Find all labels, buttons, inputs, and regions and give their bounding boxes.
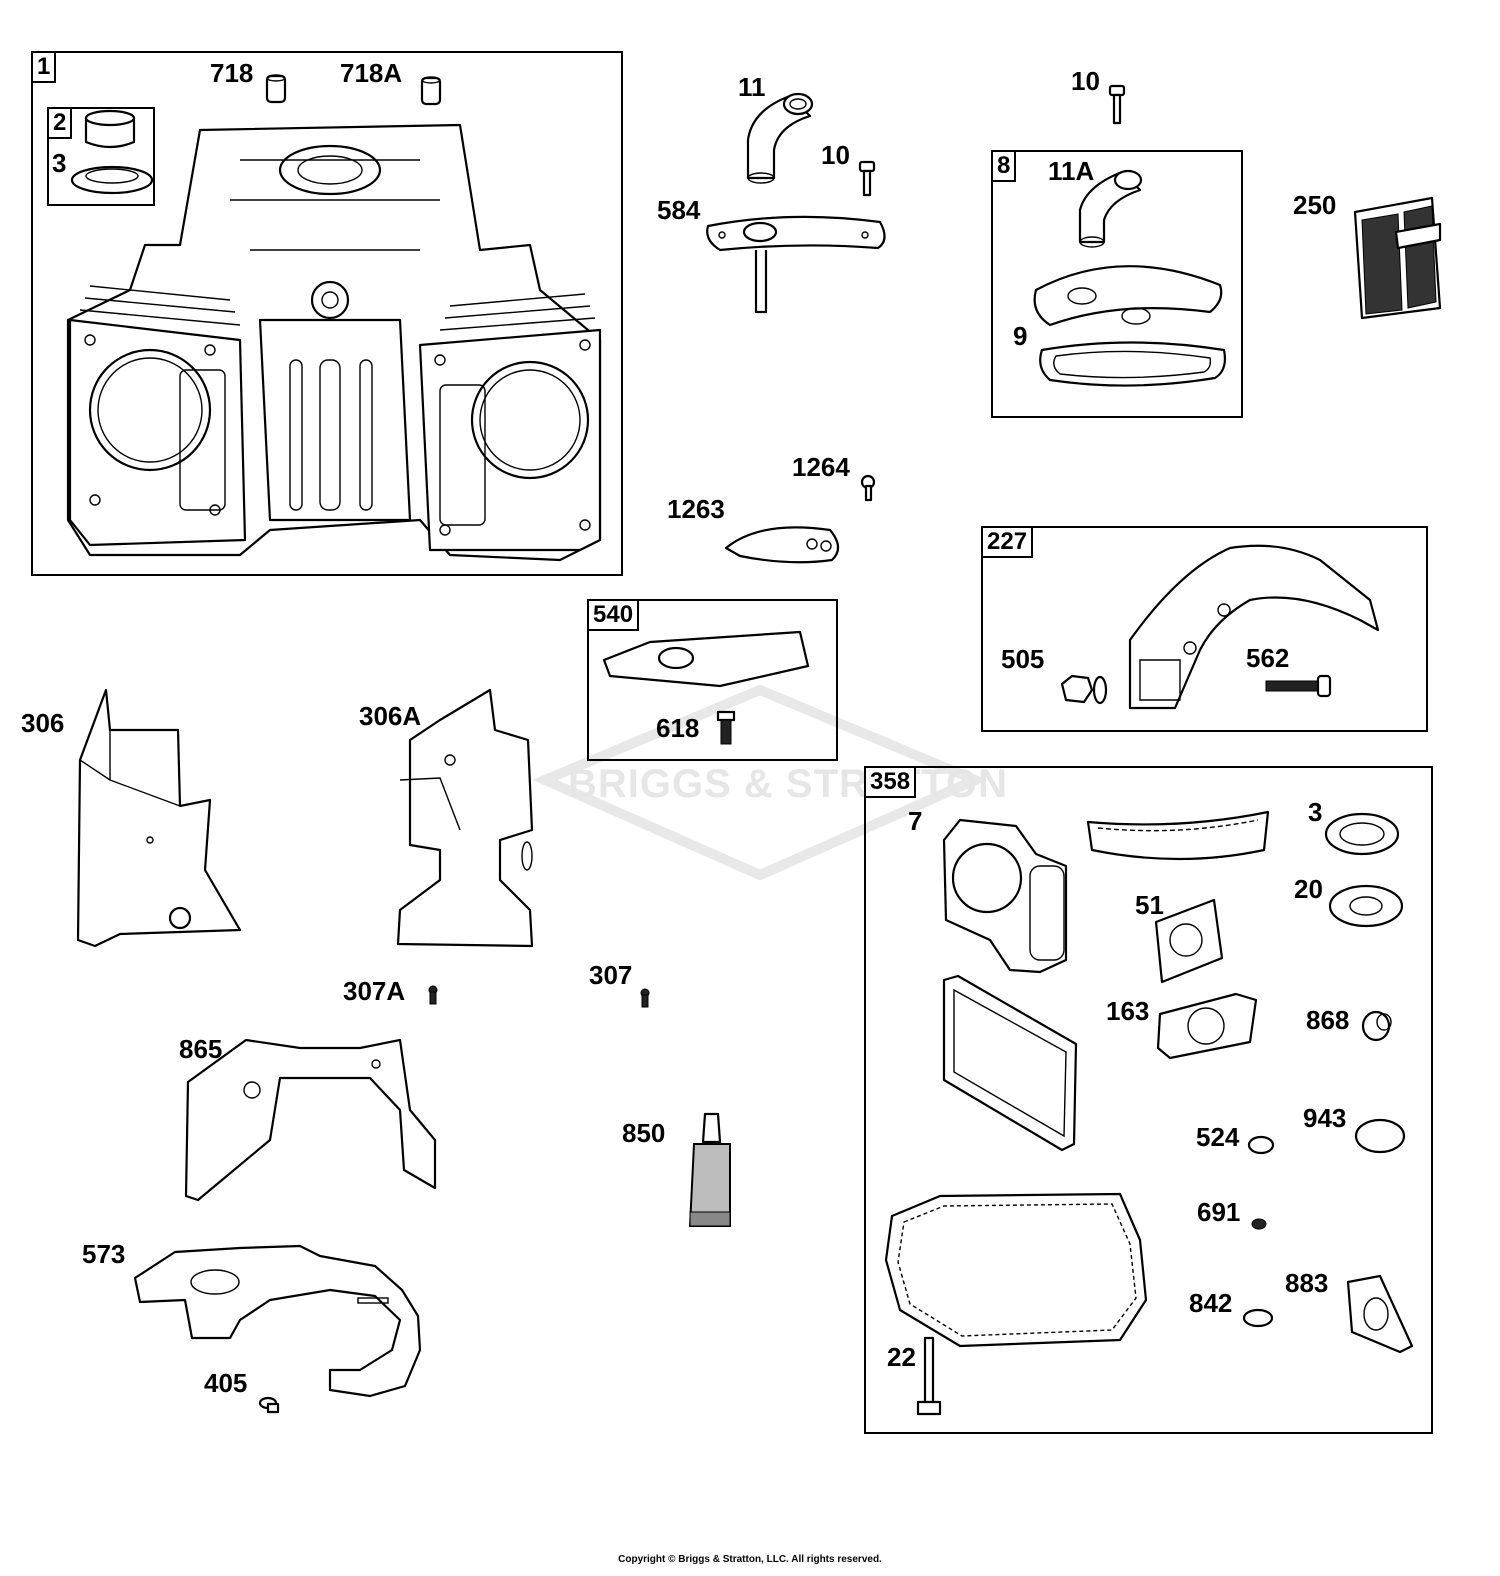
air-guide-540-drawing [602,630,810,688]
part-label-573: 573 [82,1239,126,1269]
gasket-51-drawing [1154,898,1224,984]
air-guide-kit-box [587,599,838,761]
seal-3-drawing [70,165,154,195]
shroud-306-drawing [76,688,242,948]
o-ring-943-drawing [1354,1118,1406,1154]
part-label-163: 163 [1106,996,1150,1026]
gasket-883-drawing [1346,1274,1414,1354]
part-label-718: 718 [210,58,254,88]
screw-618-drawing [716,710,736,745]
part-label-306a: 306A [359,701,422,731]
box-tag-358: 358 [864,766,917,798]
head-gasket-7-drawing [942,818,1068,974]
part-label-584: 584 [657,195,701,225]
part-label-10-upper: 10 [821,140,850,170]
part-label-3-washer: 3 [1308,797,1323,827]
bracket-assembly-box [981,526,1428,732]
part-label-1263: 1263 [667,494,725,524]
part-label-562: 562 [1246,643,1290,673]
screw-307a-drawing [428,985,438,1005]
part-label-10-right: 10 [1071,66,1100,96]
gasket-9-drawing [1039,341,1227,387]
bushing-2-drawing [84,109,136,149]
breather-assembly-box [991,150,1243,418]
part-label-20: 20 [1294,874,1323,904]
part-label-524: 524 [1196,1122,1240,1152]
box-tag-1: 1 [31,51,57,83]
oil-seal-20-drawing [1328,884,1404,928]
part-label-868: 868 [1306,1005,1350,1035]
bolt-22-drawing [916,1336,942,1416]
valve-cover-gasket-drawing [1086,810,1270,861]
part-label-850: 850 [622,1118,666,1148]
bushing-868-drawing [1361,1010,1392,1042]
bracket-1263-drawing [724,526,840,564]
part-label-11: 11 [738,72,766,102]
screw-1264-drawing [860,474,876,502]
box-tag-227: 227 [981,526,1034,558]
part-label-306: 306 [21,708,65,738]
copyright-notice: Copyright © Briggs & Stratton, LLC. All … [618,1554,882,1565]
part-label-691: 691 [1197,1197,1241,1227]
breather-cover-8-drawing [1033,265,1223,327]
part-label-51: 51 [1135,890,1164,920]
washer-3-drawing [1324,812,1400,856]
rocker-gasket-drawing [942,974,1078,1152]
bushing-kit-box [47,107,155,206]
part-label-307: 307 [589,960,633,990]
bolt-10a-drawing [858,160,876,197]
screw-405-drawing [258,1396,280,1414]
part-label-618: 618 [656,713,700,743]
shroud-306a-drawing [396,688,534,948]
breather-tube-11a-drawing [1078,169,1143,248]
part-label-250: 250 [1293,190,1337,220]
box-tag-2: 2 [47,107,73,139]
gasket-set-box [864,766,1433,1434]
sealant-tube-850-drawing [688,1112,731,1227]
dowel-718-drawing [265,74,287,104]
bracket-227-drawing [1128,544,1380,710]
dowel-718a-drawing [420,76,442,106]
cylinder-assembly-box [31,51,623,576]
gasket-163-drawing [1156,992,1258,1060]
part-label-3-seal: 3 [52,148,67,178]
part-label-9: 9 [1013,321,1028,351]
back-plate-573-drawing [133,1244,422,1398]
filter-250-drawing [1353,196,1442,320]
o-ring-524-drawing [1247,1135,1275,1155]
screw-562-drawing [1265,674,1332,698]
part-label-7: 7 [908,806,923,836]
part-label-505: 505 [1001,644,1045,674]
part-label-307a: 307A [343,976,406,1006]
part-label-865: 865 [179,1034,223,1064]
part-label-11a: 11A [1048,156,1095,186]
brand-watermark-text: BRIGGS & STRATTON [568,762,1008,806]
cylinder-block-drawing [66,123,602,562]
baffle-865-drawing [184,1038,437,1202]
screw-307-drawing [640,988,650,1008]
part-label-842: 842 [1189,1288,1233,1318]
crankcase-gasket-drawing [884,1192,1148,1348]
box-tag-540: 540 [587,599,640,631]
o-ring-691-drawing [1251,1218,1267,1230]
o-ring-842-drawing [1242,1308,1274,1328]
box-tag-8: 8 [991,150,1017,182]
part-label-1264: 1264 [792,452,850,482]
part-label-883: 883 [1285,1268,1329,1298]
part-label-405: 405 [204,1368,248,1398]
part-label-22: 22 [887,1342,916,1372]
breather-plate-584-drawing [706,215,886,314]
bolt-10b-drawing [1108,84,1126,125]
breather-tube-11-drawing [746,92,814,184]
part-label-718a: 718A [340,58,403,88]
part-label-943: 943 [1303,1103,1347,1133]
nut-505-drawing [1060,674,1108,705]
